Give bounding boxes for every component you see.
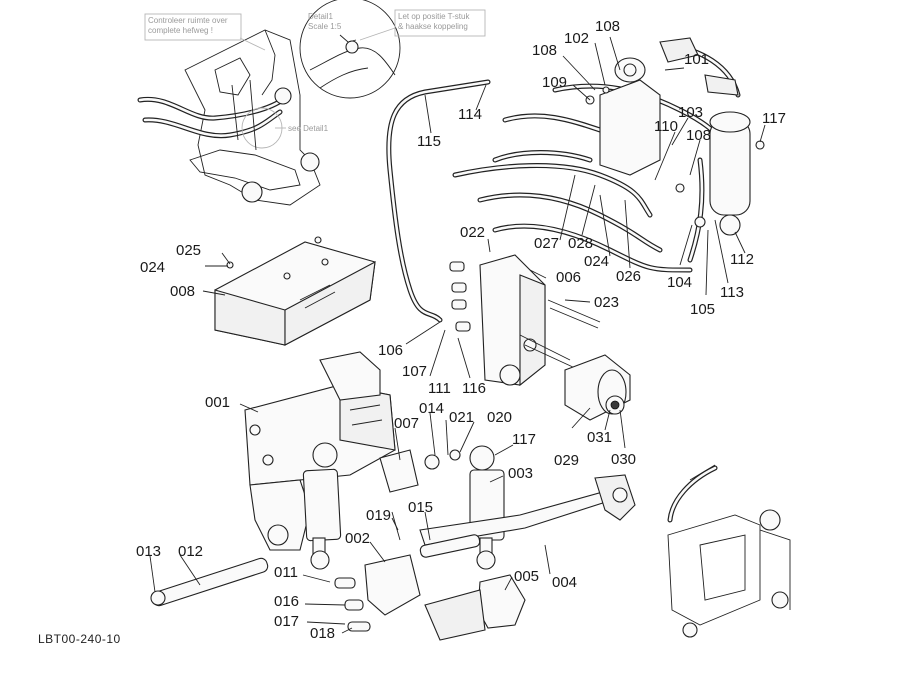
lower-links <box>334 449 636 641</box>
callout-018: 018 <box>310 625 336 642</box>
callout-104: 104 <box>667 274 693 291</box>
callout-019: 019 <box>366 507 392 524</box>
detail-circle <box>299 0 401 99</box>
callout-017: 017 <box>274 613 300 630</box>
overview-assembly <box>137 29 321 206</box>
callout-029: 029 <box>554 452 580 469</box>
callout-005: 005 <box>514 568 540 585</box>
callout-107: 107 <box>402 363 428 380</box>
callout-102: 102 <box>564 30 590 47</box>
note-connection-position: Let op positie T-stuk & haakse koppeling <box>398 12 470 31</box>
callout-028: 028 <box>568 235 594 252</box>
note-check-clearance: Controleer ruimte over complete hefweg ! <box>148 16 228 35</box>
callout-024-cover: 024 <box>140 259 166 276</box>
callout-109: 109 <box>542 74 568 91</box>
see-detail-label: see Detail1 <box>288 124 329 133</box>
callout-027: 027 <box>534 235 560 252</box>
callout-024-hydraulic: 024 <box>584 253 610 270</box>
callout-025: 025 <box>176 242 202 259</box>
callout-112: 112 <box>730 251 754 268</box>
mini-assembly <box>667 464 791 638</box>
callout-007: 007 <box>394 415 420 432</box>
leader-lines <box>144 9 766 634</box>
callout-101: 101 <box>684 51 710 68</box>
callout-031: 031 <box>587 429 613 446</box>
callout-001: 001 <box>205 394 231 411</box>
callout-106: 106 <box>378 342 404 359</box>
callout-108-left: 108 <box>532 42 558 59</box>
callout-006: 006 <box>556 269 582 286</box>
callout-117-top: 117 <box>762 110 786 127</box>
callout-013: 013 <box>136 543 162 560</box>
callout-110: 110 <box>654 118 678 135</box>
callout-111: 111 <box>428 380 451 397</box>
callout-114: 114 <box>458 106 482 123</box>
callout-003: 003 <box>508 465 534 482</box>
callout-021: 021 <box>449 409 475 426</box>
callout-014: 014 <box>419 400 445 417</box>
callout-016: 016 <box>274 593 300 610</box>
callout-012: 012 <box>178 543 204 560</box>
callout-115: 115 <box>417 133 441 150</box>
callout-108-top: 108 <box>595 18 621 35</box>
cover-008 <box>214 236 376 346</box>
frame-001 <box>244 351 396 551</box>
hydraulic-group <box>452 37 765 273</box>
callout-113: 113 <box>720 284 744 301</box>
callout-023: 023 <box>594 294 620 311</box>
callout-105: 105 <box>690 301 716 318</box>
callout-108-right: 108 <box>686 127 712 144</box>
callout-008: 008 <box>170 283 196 300</box>
callout-015: 015 <box>408 499 434 516</box>
callout-116: 116 <box>462 380 486 397</box>
callout-022: 022 <box>460 224 486 241</box>
return-hose <box>386 79 491 323</box>
callout-117-cylinder: 117 <box>512 431 536 448</box>
callout-020: 020 <box>487 409 513 426</box>
callout-103: 103 <box>678 104 704 121</box>
callout-026: 026 <box>616 268 642 285</box>
callout-002: 002 <box>345 530 371 547</box>
detail-label: Detail1 Scale 1:5 <box>308 12 342 31</box>
motor-029 <box>564 354 631 421</box>
callout-011: 011 <box>274 564 298 581</box>
shaft <box>150 557 269 607</box>
callout-030: 030 <box>611 451 637 468</box>
callout-004: 004 <box>552 574 578 591</box>
drawing-id: LBT00-240-10 <box>38 632 121 646</box>
gearbox-006 <box>449 254 601 387</box>
